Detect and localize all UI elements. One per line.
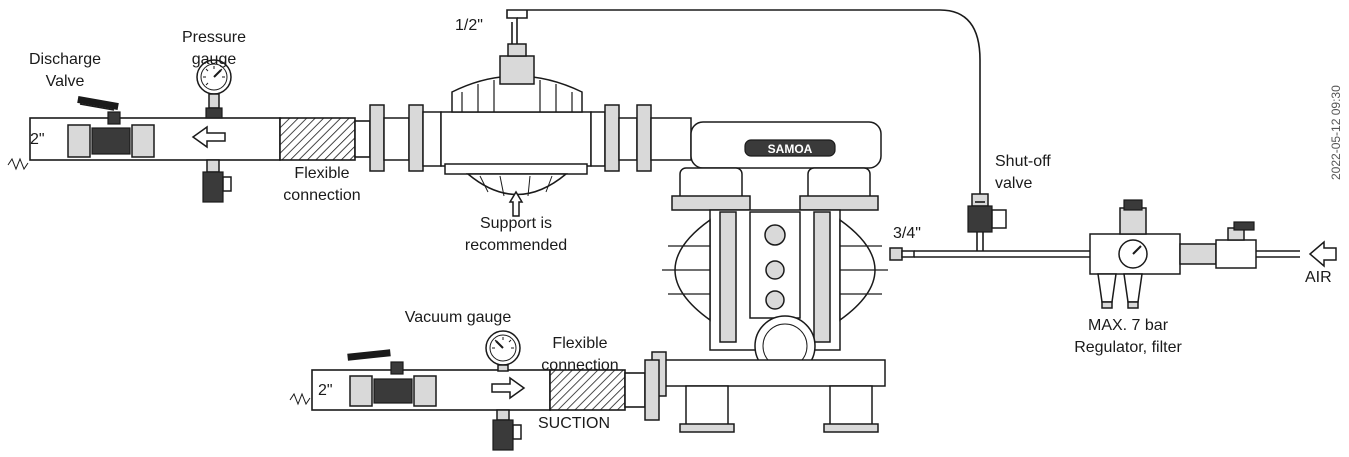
flow-arrow-discharge	[191, 125, 226, 149]
flexible-connection-bottom	[549, 369, 626, 411]
label-flexible-top-line2: connection	[283, 187, 360, 204]
discharge-valve[interactable]	[67, 95, 155, 158]
label-discharge-size: 2"	[30, 131, 45, 148]
discharge-flange	[369, 104, 442, 172]
support-arrow	[508, 190, 524, 217]
diagram-labels: Discharge Valve Pressure gauge 2" Flexib…	[29, 17, 1343, 432]
flow-arrow-suction	[491, 376, 526, 400]
pressure-gauge[interactable]	[196, 59, 232, 119]
pulsation-dampener	[440, 43, 692, 217]
flexible-connection-top	[279, 117, 356, 161]
diaphragm-pump: SAMOA	[651, 121, 888, 433]
suction-flange	[644, 359, 660, 421]
drain-valve-suction[interactable]	[492, 409, 522, 451]
label-flexible-bottom-line1: Flexible	[552, 335, 607, 352]
label-support-line2: recommended	[465, 237, 567, 254]
air-supply-line	[889, 193, 1337, 309]
label-date-stamp: 2022-05-12 09:30	[1329, 85, 1343, 180]
suction-line	[289, 330, 660, 451]
label-air: AIR	[1305, 269, 1332, 286]
label-discharge-valve-line1: Discharge	[29, 51, 101, 68]
label-suction-size: 2"	[318, 382, 333, 399]
discharge-line	[7, 59, 442, 203]
label-support-line1: Support is	[480, 215, 552, 232]
pipe-break-mark	[7, 157, 29, 171]
suction-pipe-adapter	[624, 372, 646, 408]
discharge-pipe-adapter	[354, 120, 371, 158]
pump-brand-label: SAMOA	[768, 142, 813, 156]
pipe-break-mark	[289, 392, 311, 406]
suction-valve[interactable]	[347, 349, 437, 407]
label-flexible-top-line1: Flexible	[294, 165, 349, 182]
label-inlet-size: 3/4"	[893, 225, 921, 242]
air-inlet-valve[interactable]	[1215, 221, 1257, 269]
label-suction: SUCTION	[538, 415, 610, 432]
label-shutoff-line1: Shut-off	[995, 153, 1051, 170]
label-vacuum-gauge: Vacuum gauge	[405, 309, 512, 326]
air-inlet-fitting	[889, 247, 903, 261]
drain-valve-discharge[interactable]	[202, 159, 232, 203]
label-flexible-bottom-line2: connection	[541, 357, 618, 374]
label-pressure-gauge-line2: gauge	[192, 51, 237, 68]
regulator-filter[interactable]	[1089, 199, 1217, 309]
label-max-pressure: MAX. 7 bar	[1088, 317, 1169, 334]
air-inflow-arrow	[1308, 240, 1337, 268]
air-line-dampener	[506, 9, 981, 196]
label-air-line-size: 1/2"	[455, 17, 483, 34]
label-shutoff-line2: valve	[995, 175, 1032, 192]
label-discharge-valve-line2: Valve	[46, 73, 85, 90]
label-regulator: Regulator, filter	[1074, 339, 1182, 356]
shut-off-valve[interactable]	[967, 193, 1007, 233]
vacuum-gauge[interactable]	[485, 330, 521, 372]
label-pressure-gauge-line1: Pressure	[182, 29, 246, 46]
